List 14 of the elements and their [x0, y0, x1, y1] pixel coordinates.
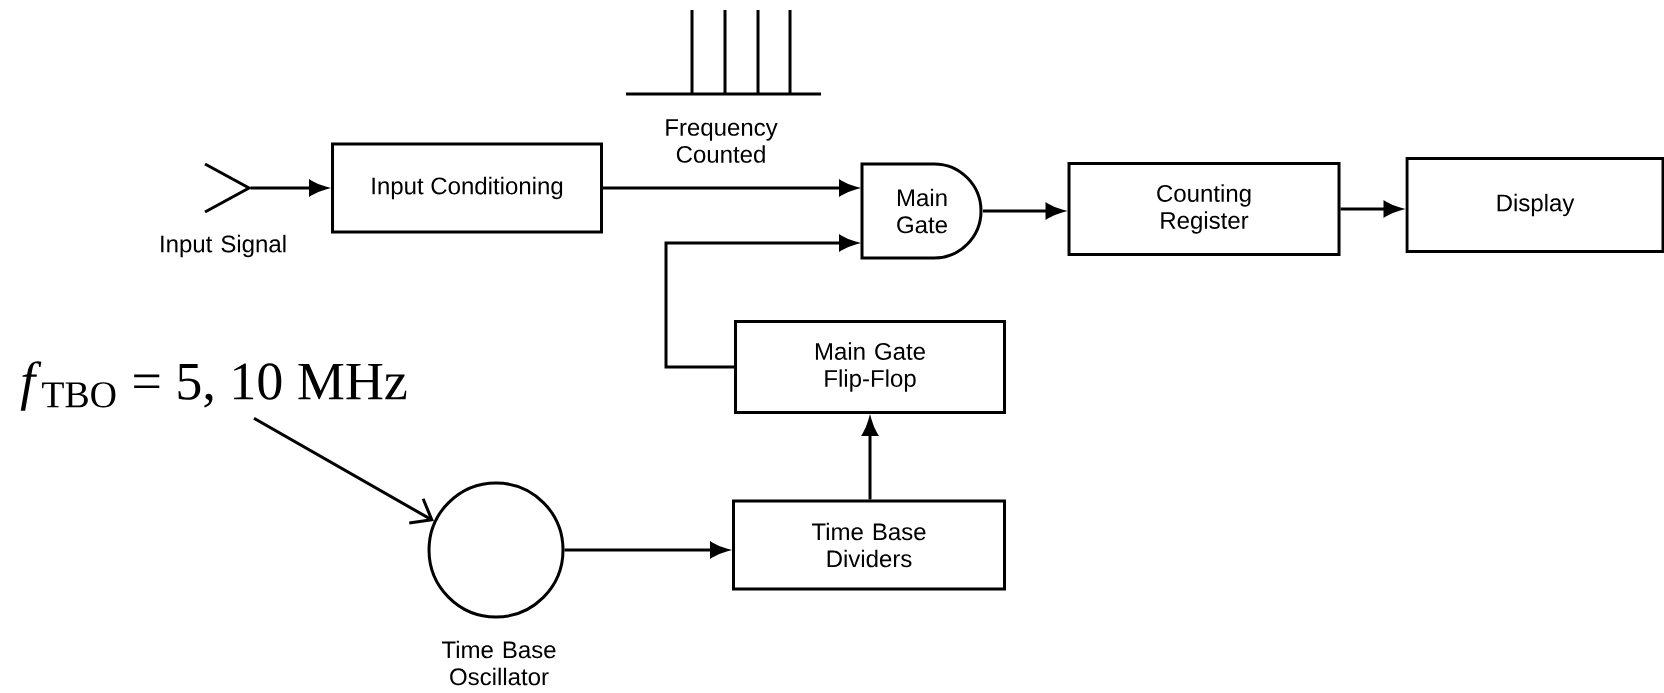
process-box: Display [1405, 157, 1664, 253]
process-box: Counting Register [1067, 162, 1341, 256]
and-gate: Main Gate [860, 162, 983, 260]
process-box: Time Base Dividers [732, 499, 1006, 591]
arrow [253, 416, 434, 525]
process-box: Main Gate Flip-Flop [734, 320, 1006, 414]
input-symbol [204, 162, 253, 214]
process-box: Input Conditioning [331, 142, 603, 234]
formula-label: f$_{TBO}$ = 5, 10 MHz [20, 361, 407, 411]
node-label: Time Base Oscillator [441, 640, 556, 686]
oscillator-circle [427, 481, 565, 619]
node-label: Input Signal [161, 234, 286, 258]
edge-label: Frequency Counted [666, 119, 778, 163]
arrow [983, 203, 1064, 219]
